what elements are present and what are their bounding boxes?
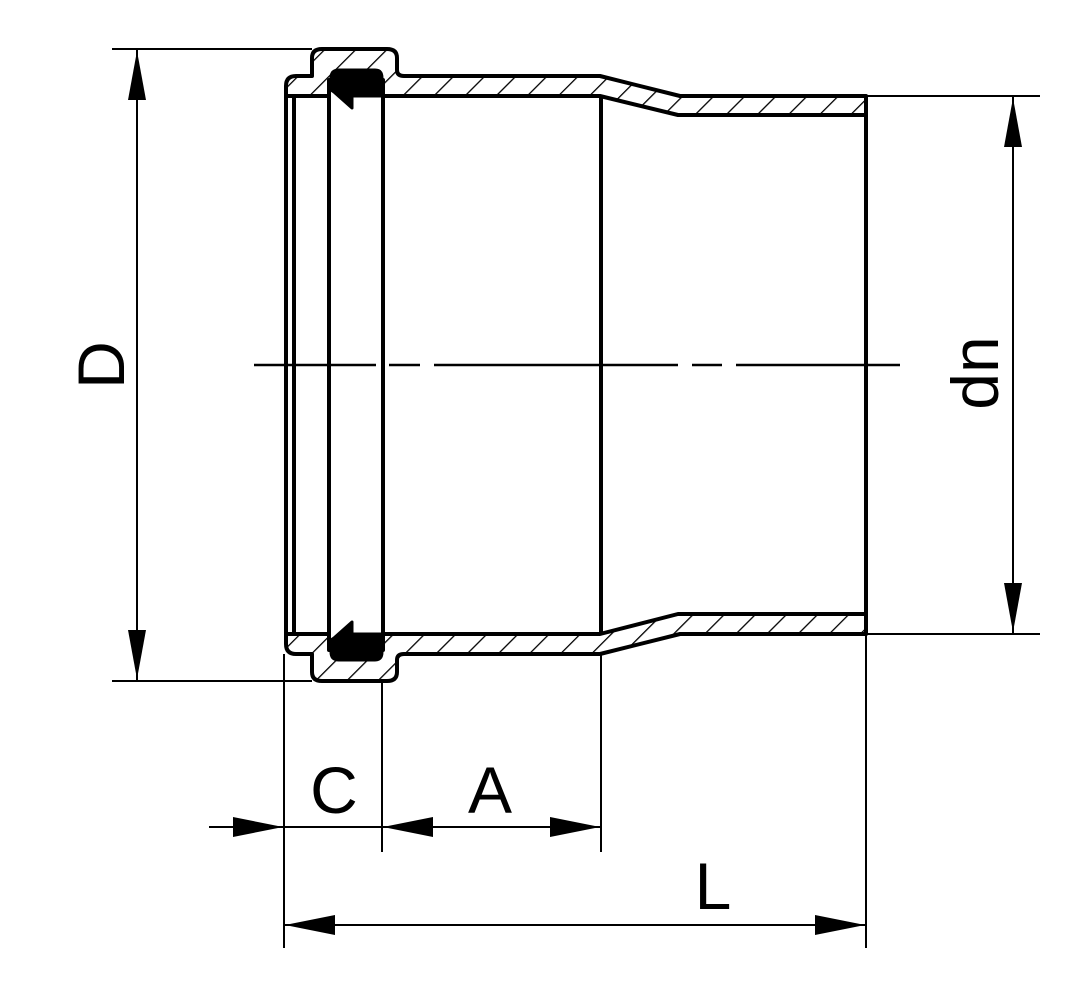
dimension-dn: dn bbox=[866, 95, 1040, 635]
arrow-down-icon bbox=[1004, 583, 1022, 632]
bottom-wall-section bbox=[284, 612, 868, 683]
arrow-right-icon bbox=[815, 915, 865, 935]
arrow-left-icon bbox=[285, 915, 335, 935]
extension-lines bbox=[283, 634, 867, 948]
seal-ring-bottom bbox=[329, 620, 384, 662]
label-D: D bbox=[64, 341, 138, 389]
dimension-D: D bbox=[64, 48, 312, 682]
dimension-L: L bbox=[284, 849, 866, 935]
label-dn: dn bbox=[938, 336, 1012, 409]
arrow-down-icon bbox=[128, 630, 146, 679]
arrow-right-icon bbox=[233, 817, 283, 837]
arrow-right-icon bbox=[550, 817, 600, 837]
label-L: L bbox=[695, 849, 732, 923]
label-A: A bbox=[468, 753, 512, 827]
dimension-A: A bbox=[382, 753, 601, 837]
arrow-up-icon bbox=[1004, 98, 1022, 147]
seal-ring-top bbox=[329, 68, 384, 110]
arrow-up-icon bbox=[128, 51, 146, 100]
label-C: C bbox=[310, 753, 358, 827]
arrow-left-icon bbox=[383, 817, 433, 837]
top-wall-section bbox=[284, 47, 868, 117]
dimension-C: C bbox=[209, 753, 382, 837]
